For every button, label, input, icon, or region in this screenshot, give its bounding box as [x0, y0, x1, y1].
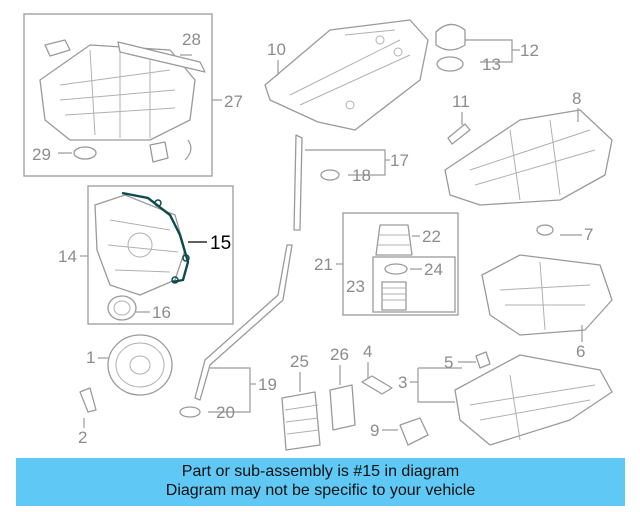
callout-4: 4: [363, 342, 372, 361]
callout-28: 28: [182, 30, 201, 49]
callout-3: 3: [398, 373, 407, 392]
dipstick-group: [293, 134, 390, 231]
dipstick-seal: [320, 169, 340, 181]
filter-insert-box: [372, 256, 456, 313]
valve-cover: [264, 19, 429, 131]
callout-8: 8: [572, 89, 581, 108]
manifold-bracket: [44, 39, 71, 57]
callout-9: 9: [370, 421, 379, 440]
guide-seal: [179, 406, 201, 418]
callout-24: 24: [424, 260, 443, 279]
info-banner: Part or sub-assembly is #15 in diagram D…: [16, 458, 625, 506]
dipstick: [293, 134, 303, 231]
callout-1: 1: [86, 348, 95, 367]
callout-26: 26: [330, 345, 349, 364]
pulley-bolt: [79, 387, 97, 413]
callout-12: 12: [520, 41, 539, 60]
oil-filter-group: [336, 212, 459, 316]
oil-cooler-group: [281, 365, 356, 451]
baffle-group: [481, 224, 613, 342]
callout-21: 21: [314, 255, 333, 274]
gasket-4: [361, 375, 393, 395]
callout-17: 17: [390, 151, 409, 170]
callout-20: 20: [216, 403, 235, 422]
timing-cover-group: [80, 185, 234, 325]
callout-11: 11: [452, 92, 470, 111]
callout-27: 27: [224, 92, 243, 111]
filter-o-ring: [384, 263, 408, 275]
banner-line-2: Diagram may not be specific to your vehi…: [165, 482, 476, 499]
timing-cover-box: [87, 185, 234, 325]
timing-cover-gasket-15: [121, 191, 190, 284]
manifold-gasket: [117, 41, 206, 73]
valve-cover-group: [264, 19, 429, 131]
callout-2: 2: [78, 428, 87, 447]
callout-25: 25: [290, 352, 309, 371]
upper-oil-pan-group: [444, 108, 613, 206]
cooler-gasket: [329, 384, 356, 431]
intake-manifold-group: [23, 13, 222, 177]
oil-level-sensor: [399, 417, 429, 446]
manifold-sensor: [149, 141, 169, 163]
intake-manifold: [39, 44, 196, 141]
callout-6: 6: [576, 342, 585, 361]
callout-7: 7: [584, 225, 593, 244]
pulley-group: [79, 334, 173, 428]
drain-plug: [536, 224, 554, 236]
callout-10: 10: [267, 40, 286, 59]
cap-seal: [436, 56, 464, 72]
parts-diagram: 27 28 29 10 12 13 11 8 17 18 14 15 16 22…: [23, 13, 613, 451]
dipstick-guide-tube: [194, 244, 293, 401]
oil-cooler: [281, 391, 321, 451]
callout-14: 14: [58, 247, 77, 266]
upper-oil-pan: [444, 109, 613, 206]
lower-pan-group: [361, 351, 613, 446]
callout-16: 16: [152, 303, 171, 322]
banner-line-1: Part or sub-assembly is #15 in diagram: [181, 463, 460, 480]
callout-22: 22: [422, 227, 441, 246]
oil-cap-group: [435, 23, 520, 72]
callout-15: 15: [210, 233, 231, 254]
oil-filler-cap: [435, 23, 466, 51]
callout-19: 19: [258, 375, 277, 394]
callout-5: 5: [444, 353, 453, 372]
callout-29: 29: [32, 145, 51, 164]
crank-seal: [107, 295, 137, 321]
intake-manifold-box: [23, 13, 213, 177]
oil-baffle: [481, 254, 613, 336]
callout-18: 18: [352, 166, 371, 185]
dipstick-guide-group: [179, 244, 293, 418]
callout-23: 23: [346, 277, 365, 296]
crank-pulley: [107, 334, 173, 396]
callout-13: 13: [482, 55, 501, 74]
filter-housing-cap: [375, 224, 413, 256]
lower-oil-pan: [454, 354, 613, 446]
manifold-o-ring: [73, 146, 97, 160]
pan-drain-plug: [475, 351, 491, 369]
gasket-11: [447, 123, 471, 145]
oil-filter-element: [381, 281, 407, 311]
